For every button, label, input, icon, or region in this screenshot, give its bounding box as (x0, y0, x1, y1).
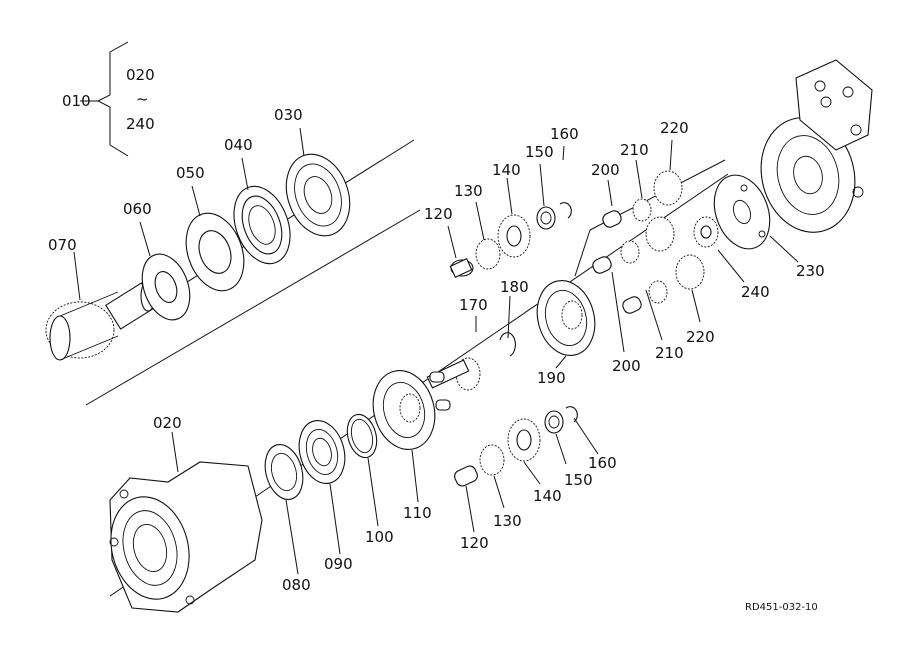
callout-020: 020 (153, 414, 182, 432)
ring-100 (346, 413, 378, 459)
callout-140-lower: 140 (533, 487, 562, 505)
callout-080: 080 (282, 576, 311, 594)
callout-040: 040 (224, 136, 253, 154)
assembly-bracket (80, 41, 129, 157)
callout-220-lower: 220 (686, 328, 715, 346)
callout-200-upper: 200 (591, 161, 620, 179)
motor-housing (760, 59, 873, 233)
seal-plate-050 (185, 212, 245, 292)
callout-160-upper: 160 (550, 125, 579, 143)
assembly-range-separator: ~ (136, 90, 149, 108)
seal-ring-040 (233, 185, 291, 265)
callout-180: 180 (500, 278, 529, 296)
callout-190: 190 (537, 369, 566, 387)
callout-120-lower: 120 (460, 534, 489, 552)
callout-030: 030 (274, 106, 303, 124)
callout-220-upper: 220 (660, 119, 689, 137)
seal-080 (264, 444, 304, 500)
callout-210-upper: 210 (620, 141, 649, 159)
bearing-090 (298, 420, 346, 484)
callout-170: 170 (459, 296, 488, 314)
callout-240: 240 (741, 283, 770, 301)
carrier-190 (536, 280, 596, 356)
assembly-range-from: 020 (126, 66, 155, 84)
callout-060: 060 (123, 200, 152, 218)
callout-130-upper: 130 (454, 182, 483, 200)
callout-200-lower: 200 (612, 357, 641, 375)
assembly-label: 010 (62, 92, 91, 110)
output-shaft-070 (45, 280, 157, 361)
callout-120-upper: 120 (424, 205, 453, 223)
callout-110: 110 (403, 504, 432, 522)
planet-pins-and-gears (592, 170, 719, 314)
upper-planet-set (449, 202, 572, 278)
callout-140-upper: 140 (492, 161, 521, 179)
bearing-030 (285, 153, 351, 237)
reference-code: RD451-032-10 (745, 602, 818, 613)
callout-130-lower: 130 (493, 512, 522, 530)
callout-160-lower: 160 (588, 454, 617, 472)
callout-050: 050 (176, 164, 205, 182)
callout-230: 230 (796, 262, 825, 280)
callout-150-lower: 150 (564, 471, 593, 489)
callout-090: 090 (324, 555, 353, 573)
leader-lines (73, 127, 799, 575)
thrust-plate-230 (713, 174, 771, 250)
lower-planet-set (454, 406, 578, 487)
washer-060 (141, 253, 191, 321)
callout-070: 070 (48, 236, 77, 254)
callout-150-upper: 150 (525, 143, 554, 161)
callout-100: 100 (365, 528, 394, 546)
carrier-110 (372, 370, 451, 450)
assembly-range-to: 240 (126, 115, 155, 133)
gear-case-020 (109, 461, 263, 613)
callout-210-lower: 210 (655, 344, 684, 362)
